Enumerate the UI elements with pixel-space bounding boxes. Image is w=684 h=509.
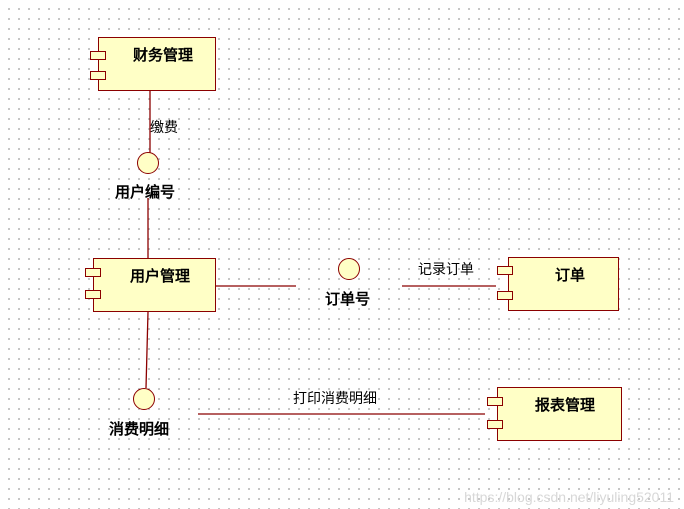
component-user-port-top — [85, 268, 101, 277]
interface-user-id-label: 用户编号 — [115, 183, 176, 201]
component-order-port-top — [497, 266, 513, 275]
component-finance-port-bottom — [90, 71, 106, 80]
component-order[interactable]: 订单 — [508, 257, 619, 311]
interface-order-no-circle[interactable] — [338, 258, 360, 280]
component-order-port-bottom — [497, 291, 513, 300]
interface-consumption-detail-circle[interactable] — [133, 388, 155, 410]
component-report-port-bottom — [487, 420, 503, 429]
component-user[interactable]: 用户管理 — [93, 258, 216, 312]
component-finance-label: 财务管理 — [133, 46, 194, 64]
component-report-label: 报表管理 — [535, 396, 596, 414]
watermark: https://blog.csdn.net/liyuling52011 — [464, 489, 674, 505]
edge-label-print-detail: 打印消费明细 — [293, 391, 377, 407]
component-report[interactable]: 报表管理 — [497, 387, 622, 441]
edge-label-pay: 缴费 — [150, 120, 178, 136]
interface-user-id-circle[interactable] — [137, 152, 159, 174]
interface-order-no-label: 订单号 — [325, 290, 371, 308]
component-user-label: 用户管理 — [130, 267, 191, 285]
edge-label-record-order: 记录订单 — [418, 262, 474, 278]
component-finance[interactable]: 财务管理 — [98, 37, 216, 91]
connector-user-detail — [145, 311, 149, 389]
component-user-port-bottom — [85, 290, 101, 299]
component-order-label: 订单 — [555, 266, 586, 284]
interface-consumption-detail-label: 消费明细 — [109, 420, 170, 438]
component-report-port-top — [487, 397, 503, 406]
component-finance-port-top — [90, 51, 106, 60]
